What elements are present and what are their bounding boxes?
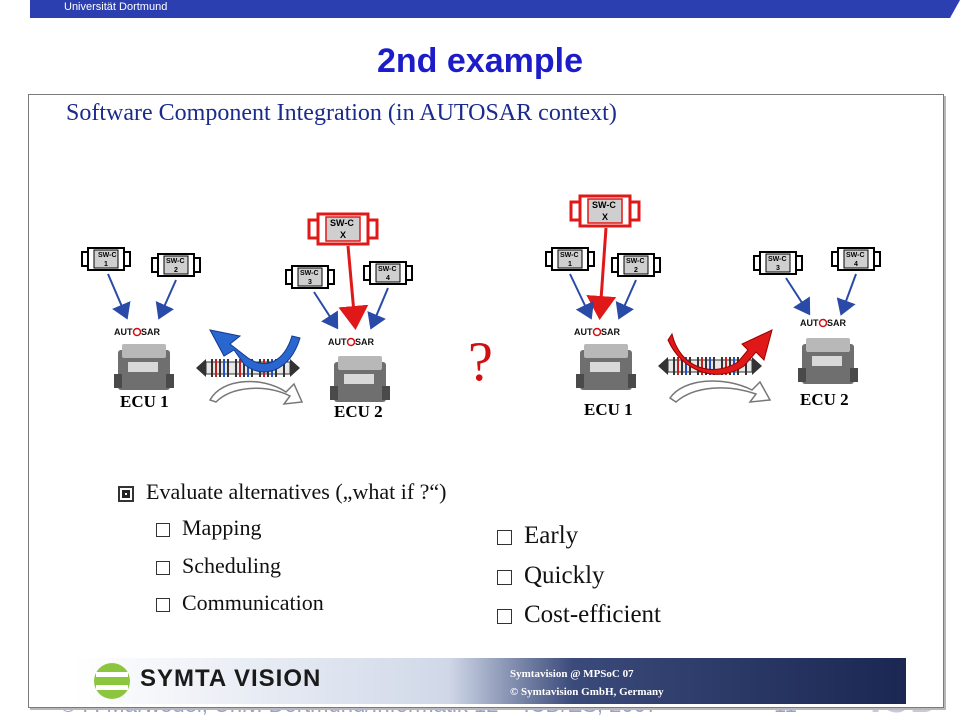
- svg-text:SW-C: SW-C: [330, 218, 354, 228]
- left-ecu2-label: ECU 2: [334, 402, 383, 421]
- right-ecu2-label: ECU 2: [800, 390, 849, 409]
- svg-text:2: 2: [174, 267, 178, 274]
- right-autosar-logo-1: [573, 326, 622, 338]
- right-ecu-2: [798, 338, 858, 384]
- checkbox-icon: [156, 522, 170, 537]
- sponsor-logo-text: SYMTA VISION: [140, 665, 322, 692]
- svg-text:SW-C: SW-C: [768, 256, 787, 263]
- svg-text:SW-C: SW-C: [378, 266, 397, 273]
- checkbox-icon: [497, 569, 512, 585]
- symta-logo-icon: [94, 663, 130, 699]
- left-ecu1-label: ECU 1: [120, 392, 169, 411]
- right-ecu1-label: ECU 1: [584, 400, 633, 419]
- bullet-square-icon: [118, 485, 134, 502]
- left-autosar-logo-1: [113, 326, 162, 338]
- svg-text:SW-C: SW-C: [166, 258, 185, 265]
- page-title: 2nd example: [377, 42, 583, 80]
- svg-text:SW-C: SW-C: [592, 200, 616, 210]
- university-name: Universität Dortmund: [64, 1, 168, 13]
- slide-heading: Software Component Integration (in AUTOS…: [66, 100, 617, 126]
- sub-item-communication: Communication: [156, 590, 324, 616]
- right-autosar-logo-2: [799, 317, 848, 329]
- checkbox-icon: [156, 597, 170, 612]
- left-autosar-logo-2: [327, 336, 376, 348]
- main-bullet: Evaluate alternatives („what if ?“): [118, 479, 447, 505]
- left-ecu-1: [114, 344, 174, 390]
- checkbox-icon: [497, 529, 512, 545]
- sponsor-line-1: Symtavision @ MPSoC 07: [510, 668, 634, 680]
- left-ecu-2: [330, 356, 390, 402]
- svg-text:1: 1: [104, 261, 108, 268]
- sub-item-mapping: Mapping: [156, 515, 261, 541]
- embedded-slide: [28, 94, 944, 708]
- svg-text:X: X: [340, 230, 346, 240]
- header-bar: [0, 0, 960, 18]
- svg-text:4: 4: [854, 261, 858, 268]
- checkbox-icon: [497, 608, 512, 624]
- svg-text:4: 4: [386, 275, 390, 282]
- goal-quickly: Quickly: [497, 562, 605, 590]
- svg-text:SW-C: SW-C: [560, 252, 579, 259]
- goal-cost-efficient: Cost-efficient: [497, 601, 661, 629]
- right-ecu-1: [576, 344, 636, 390]
- sponsor-line-2: © Symtavision GmbH, Germany: [510, 686, 664, 698]
- svg-text:SW-C: SW-C: [626, 258, 645, 265]
- svg-text:SW-C: SW-C: [300, 270, 319, 277]
- question-mark: ?: [468, 331, 493, 393]
- sub-item-scheduling: Scheduling: [156, 553, 281, 579]
- svg-text:3: 3: [776, 265, 780, 272]
- left-swc-1-label: SW-C: [98, 252, 117, 259]
- svg-text:2: 2: [634, 267, 638, 274]
- left-migration-arrow: [209, 329, 301, 373]
- svg-text:3: 3: [308, 279, 312, 286]
- svg-text:1: 1: [568, 261, 572, 268]
- main-bullet-text: Evaluate alternatives („what if ?“): [146, 479, 447, 504]
- goal-early: Early: [497, 522, 578, 550]
- right-migration-arrow: [667, 329, 773, 375]
- svg-text:SW-C: SW-C: [846, 252, 865, 259]
- svg-text:X: X: [602, 212, 608, 222]
- sponsor-banner: [74, 658, 906, 704]
- checkbox-icon: [156, 560, 170, 575]
